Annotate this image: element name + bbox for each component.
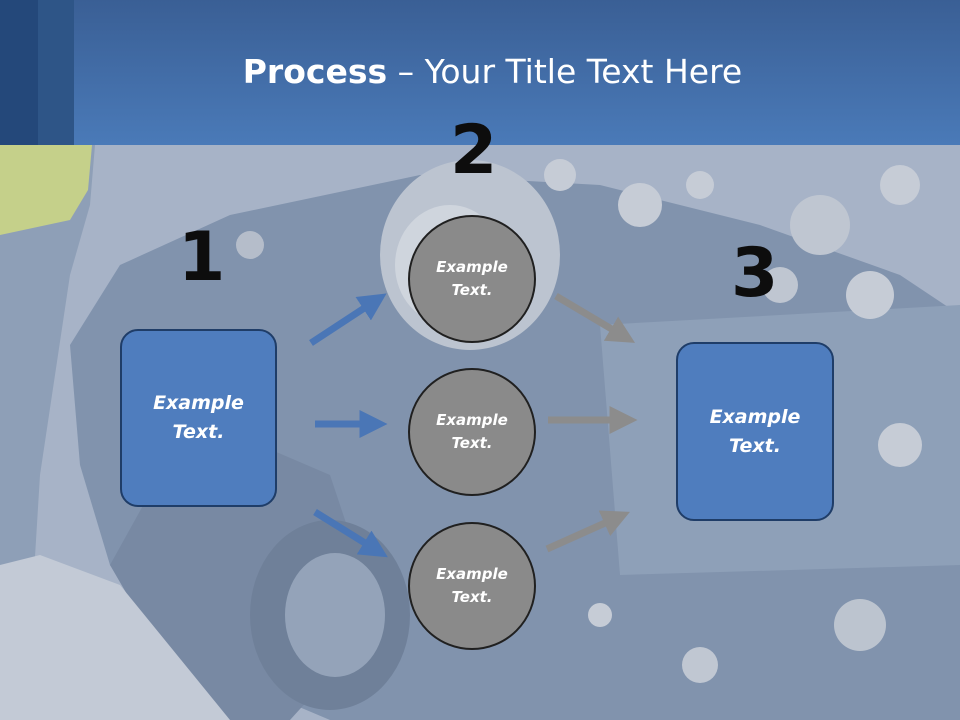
title-bold: Process: [242, 52, 388, 91]
process-circle-1: Example Text.: [408, 215, 536, 343]
step-number-3: 3: [731, 234, 779, 313]
slide-title: Process – Your Title Text Here: [0, 52, 960, 91]
process-circle-3: Example Text.: [408, 522, 536, 650]
header-accent-band: [38, 0, 74, 145]
right-process-box: Example Text.: [676, 342, 834, 521]
circle-2-text: Example Text.: [436, 411, 508, 452]
title-rest: – Your Title Text Here: [387, 52, 743, 91]
left-box-text: Example Text.: [153, 392, 244, 443]
left-process-box: Example Text.: [120, 329, 277, 507]
step-number-2: 2: [450, 111, 498, 190]
circle-3-text: Example Text.: [436, 565, 508, 606]
circle-1-text: Example Text.: [436, 258, 508, 299]
process-circle-2: Example Text.: [408, 368, 536, 496]
header-bar: [0, 0, 960, 145]
right-box-text: Example Text.: [709, 405, 801, 457]
header-accent-band: [0, 0, 38, 145]
step-number-1: 1: [178, 218, 226, 297]
